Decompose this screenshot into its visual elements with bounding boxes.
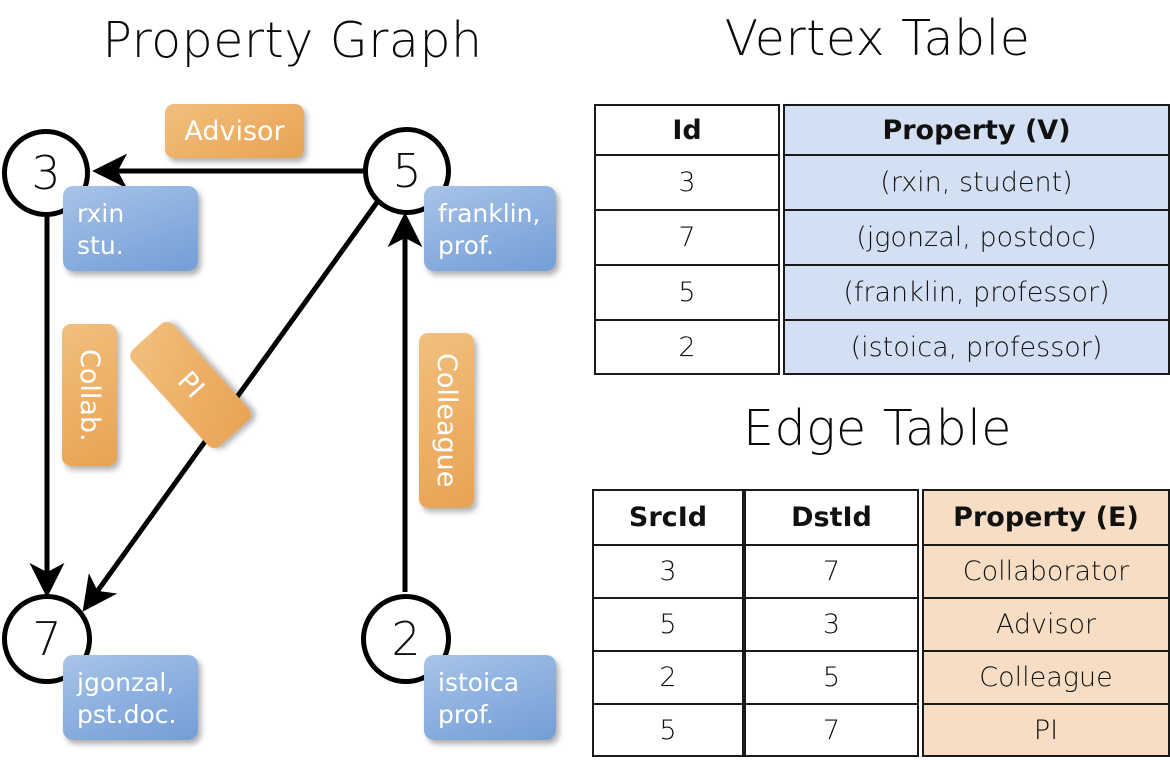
edge-table-cell-srcid: 3 bbox=[592, 545, 744, 598]
vertex-table-header-id: Id bbox=[594, 104, 780, 155]
edge-label-advisor-text: Advisor bbox=[184, 115, 285, 147]
node-property-7-line2: pst.doc. bbox=[77, 700, 177, 729]
edge-table-cell-property: Colleague bbox=[922, 651, 1170, 704]
graph-node-7-label: 7 bbox=[32, 612, 62, 666]
node-property-box-3[interactable]: rxin stu. bbox=[63, 186, 198, 271]
vertex-table-cell-property: (franklin, professor) bbox=[783, 265, 1170, 320]
graph-node-2[interactable]: 2 bbox=[361, 594, 451, 684]
edge-table-cell-dstid: 5 bbox=[744, 651, 919, 704]
node-property-box-7[interactable]: jgonzal, pst.doc. bbox=[63, 655, 198, 740]
edge-table-cell-property: Advisor bbox=[922, 598, 1170, 651]
vertex-table-cell-id: 3 bbox=[594, 155, 780, 210]
node-property-box-5[interactable]: franklin, prof. bbox=[424, 186, 556, 271]
page-title-vertex-table: Vertex Table bbox=[724, 10, 1031, 67]
node-property-3-line2: stu. bbox=[77, 231, 124, 260]
edge-table-cell-srcid: 5 bbox=[592, 704, 744, 757]
vertex-table-column-property: Property (V) (rxin, student) (jgonzal, p… bbox=[783, 104, 1170, 375]
edge-table-cell-property: PI bbox=[922, 704, 1170, 757]
vertex-table-cell-property: (rxin, student) bbox=[783, 155, 1170, 210]
graph-node-2-label: 2 bbox=[391, 612, 421, 666]
vertex-table-cell-property: (jgonzal, postdoc) bbox=[783, 210, 1170, 265]
node-property-5-line2: prof. bbox=[438, 231, 494, 260]
edge-table: SrcId 3 5 2 5 DstId 7 3 5 7 Property (E)… bbox=[592, 489, 1170, 757]
page-title-edge-table: Edge Table bbox=[743, 400, 1012, 457]
edge-label-colleague[interactable]: Colleague bbox=[419, 333, 474, 508]
node-property-box-2[interactable]: istoica prof. bbox=[424, 655, 556, 740]
vertex-table-header-property: Property (V) bbox=[783, 104, 1170, 155]
edge-label-pi-text: PI bbox=[170, 365, 211, 405]
edge-label-colleague-text: Colleague bbox=[431, 353, 462, 488]
edge-table-header-dstid: DstId bbox=[744, 489, 919, 545]
edge-table-header-property: Property (E) bbox=[922, 489, 1170, 545]
edge-label-advisor[interactable]: Advisor bbox=[165, 104, 304, 158]
graph-node-3-label: 3 bbox=[31, 146, 61, 200]
node-property-5-line1: franklin, bbox=[438, 199, 541, 228]
vertex-table-cell-property: (istoica, professor) bbox=[783, 320, 1170, 375]
page-title-property-graph: Property Graph bbox=[102, 12, 483, 69]
edge-table-cell-property: Collaborator bbox=[922, 545, 1170, 598]
edge-table-cell-srcid: 5 bbox=[592, 598, 744, 651]
edge-table-cell-dstid: 7 bbox=[744, 545, 919, 598]
node-property-2-line1: istoica bbox=[438, 668, 520, 697]
edge-table-header-srcid: SrcId bbox=[592, 489, 744, 545]
vertex-table: Id 3 7 5 2 Property (V) (rxin, student) … bbox=[594, 104, 1170, 375]
edge-table-column-property: Property (E) Collaborator Advisor Collea… bbox=[922, 489, 1170, 757]
vertex-table-cell-id: 2 bbox=[594, 320, 780, 375]
node-property-3-line1: rxin bbox=[77, 199, 125, 228]
edge-table-cell-srcid: 2 bbox=[592, 651, 744, 704]
edge-table-cell-dstid: 3 bbox=[744, 598, 919, 651]
node-property-2-line2: prof. bbox=[438, 700, 494, 729]
edge-table-column-dstid: DstId 7 3 5 7 bbox=[744, 489, 919, 757]
edge-label-collab[interactable]: Collab. bbox=[62, 324, 117, 466]
edge-label-collab-text: Collab. bbox=[74, 348, 105, 442]
node-property-7-line1: jgonzal, bbox=[77, 668, 175, 697]
edge-table-column-srcid: SrcId 3 5 2 5 bbox=[592, 489, 744, 757]
vertex-table-cell-id: 7 bbox=[594, 210, 780, 265]
vertex-table-column-id: Id 3 7 5 2 bbox=[594, 104, 780, 375]
graph-node-5-label: 5 bbox=[392, 144, 422, 198]
vertex-table-cell-id: 5 bbox=[594, 265, 780, 320]
edge-table-cell-dstid: 7 bbox=[744, 704, 919, 757]
property-graph-diagram: 3 5 7 2 rxin stu. franklin, prof. jgonza… bbox=[2, 104, 556, 740]
